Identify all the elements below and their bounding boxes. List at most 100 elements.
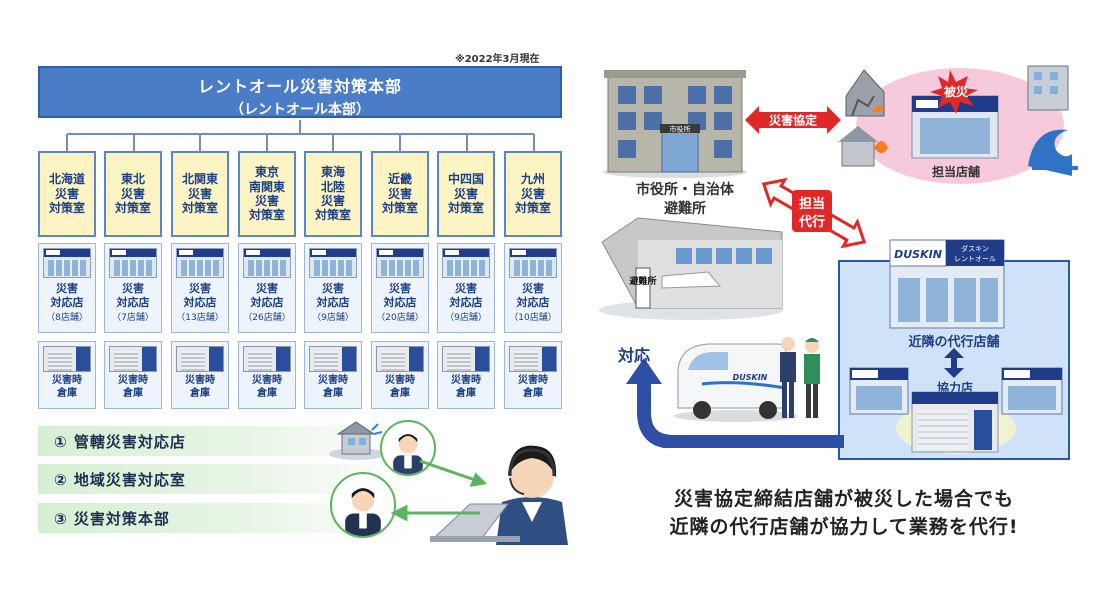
warehouse-icon — [509, 346, 557, 372]
assigned-store-label: 担当店舗 — [932, 164, 980, 179]
store-building-icon — [376, 248, 424, 278]
agreement-label: 災害協定 — [769, 113, 817, 128]
response-store: 災害 対応店 （20店舗） — [371, 243, 429, 333]
hq-box: レントオール災害対策本部 （レントオール本部） — [38, 66, 562, 118]
damaged-label: 被災 — [944, 84, 969, 99]
region-office: 中四国 災害 対策室 — [437, 151, 495, 237]
warehouse-label: 災害時 倉庫 — [252, 375, 282, 399]
warehouse-icon — [376, 346, 424, 372]
response-label: 対応 — [618, 346, 651, 365]
warehouse: 災害時 倉庫 — [304, 341, 362, 409]
region-office: 九州 災害 対策室 — [504, 151, 562, 237]
warehouse-label: 災害時 倉庫 — [318, 375, 348, 399]
svg-text:レントオール: レントオール — [954, 255, 996, 263]
store-count: （9店舗） — [445, 312, 487, 323]
response-store: 災害 対応店 （9店舗） — [437, 243, 495, 333]
damaged-house-icon — [329, 421, 385, 460]
worker-icon — [780, 337, 796, 418]
nearby-store-label: 近隣の代行店舗 — [908, 335, 1000, 350]
shelter-icon: 避難所 — [599, 217, 783, 320]
tanto-arrow: 担当 代行 — [761, 177, 867, 249]
store-label: 災害 対応店 — [449, 282, 483, 309]
store-count: （7店舗） — [112, 312, 154, 323]
store-building-icon — [243, 248, 291, 278]
store-label: 災害 対応店 — [316, 282, 350, 309]
store-building-icon — [442, 248, 490, 278]
city-label: 市役所・自治体 避難所 — [615, 181, 755, 219]
operator-icon — [430, 445, 568, 545]
fire-house-icon — [838, 126, 888, 167]
store-count: （13店舗） — [176, 312, 224, 323]
warehouse-icon — [243, 346, 291, 372]
warehouse: 災害時 倉庫 — [38, 341, 96, 409]
store-label: 災害 対応店 — [250, 282, 284, 309]
warehouse-label: 災害時 倉庫 — [451, 375, 481, 399]
warehouse: 災害時 倉庫 — [371, 341, 429, 409]
store-building-icon — [109, 248, 157, 278]
response-store: 災害 対応店 （8店舗） — [38, 243, 96, 333]
coop-stores-icon — [849, 367, 1063, 454]
region-office: 東京 南関東 災害 対策室 — [238, 151, 296, 237]
store-building-icon — [43, 248, 91, 278]
hq-staff-avatar — [330, 472, 396, 538]
store-label: 災害 対応店 — [116, 282, 150, 309]
warehouse-label: 災害時 倉庫 — [518, 375, 548, 399]
staff-person-icon — [393, 434, 423, 474]
summary-line-2: 近隣の代行店舗が協力して業務を代行! — [669, 516, 1019, 538]
store-label: 災害 対応店 — [516, 282, 550, 309]
tanto-label-1: 担当 — [799, 196, 825, 212]
city-hall-sign: 市役所 — [670, 125, 691, 134]
hq-person-icon — [345, 488, 381, 536]
damaged-store-icon — [911, 95, 999, 159]
store-building-icon — [176, 248, 224, 278]
hq-subtitle: （レントオール本部） — [230, 102, 370, 118]
response-store: 災害 対応店 （26店舗） — [238, 243, 296, 333]
store-label: 災害 対応店 — [383, 282, 417, 309]
response-store: 災害 対応店 （10店舗） — [504, 243, 562, 333]
warehouse: 災害時 倉庫 — [437, 341, 495, 409]
warehouse-label: 災害時 倉庫 — [185, 375, 215, 399]
warehouse-label: 災害時 倉庫 — [52, 375, 82, 399]
flow-step-2: ② 地域災害対応室 — [38, 464, 418, 494]
warehouse-icon — [176, 346, 224, 372]
tsunami-wave-icon — [1028, 129, 1078, 176]
warehouse: 災害時 倉庫 — [104, 341, 162, 409]
damaged-apartment-icon — [1027, 65, 1069, 111]
worker-icon — [804, 338, 820, 418]
agreement-arrow: 災害協定 — [745, 106, 841, 134]
flow-arrows — [390, 459, 488, 522]
warehouse-label: 災害時 倉庫 — [118, 375, 148, 399]
store-building-icon — [509, 248, 557, 278]
warehouse-icon — [309, 346, 357, 372]
summary-line-1: 災害協定締結店舗が被災した場合でも — [673, 488, 1014, 510]
warehouse-icon — [43, 346, 91, 372]
region-office: 東海 北陸 災害 対策室 — [304, 151, 362, 237]
city-label-line1: 市役所・自治体 — [636, 182, 734, 198]
warehouse: 災害時 倉庫 — [238, 341, 296, 409]
store-count: （9店舗） — [312, 312, 354, 323]
warehouse-label: 災害時 倉庫 — [385, 375, 415, 399]
store-count: （8店舗） — [46, 312, 88, 323]
response-store: 災害 対応店 （7店舗） — [104, 243, 162, 333]
tanto-label-2: 代行 — [798, 214, 825, 230]
city-hall-icon: 市役所 — [603, 70, 747, 178]
van-with-staff-icon: DUSKIN — [674, 337, 820, 422]
store-label: 災害 対応店 — [50, 282, 84, 309]
warehouse-icon — [109, 346, 157, 372]
region-office: 北海道 災害 対策室 — [38, 151, 96, 237]
staff-avatar — [380, 420, 436, 476]
proxy-store-icon: DUSKIN ダスキン レントオール — [889, 239, 1005, 329]
svg-text:ダスキン: ダスキン — [961, 244, 989, 253]
date-note: ※2022年3月現在 — [455, 54, 540, 65]
hq-title: レントオール災害対策本部 — [197, 77, 402, 96]
brand-logo: DUSKIN — [894, 248, 942, 261]
store-count: （20店舗） — [376, 312, 424, 323]
warehouse-icon — [442, 346, 490, 372]
city-label-line2: 避難所 — [664, 200, 706, 217]
store-label: 災害 対応店 — [183, 282, 217, 309]
region-office: 東北 災害 対策室 — [104, 151, 162, 237]
disaster-scene: 被災 担当店舗 — [838, 65, 1078, 184]
svg-text:DUSKIN: DUSKIN — [733, 373, 768, 382]
response-arrow — [626, 358, 844, 448]
store-count: （26店舗） — [243, 312, 291, 323]
